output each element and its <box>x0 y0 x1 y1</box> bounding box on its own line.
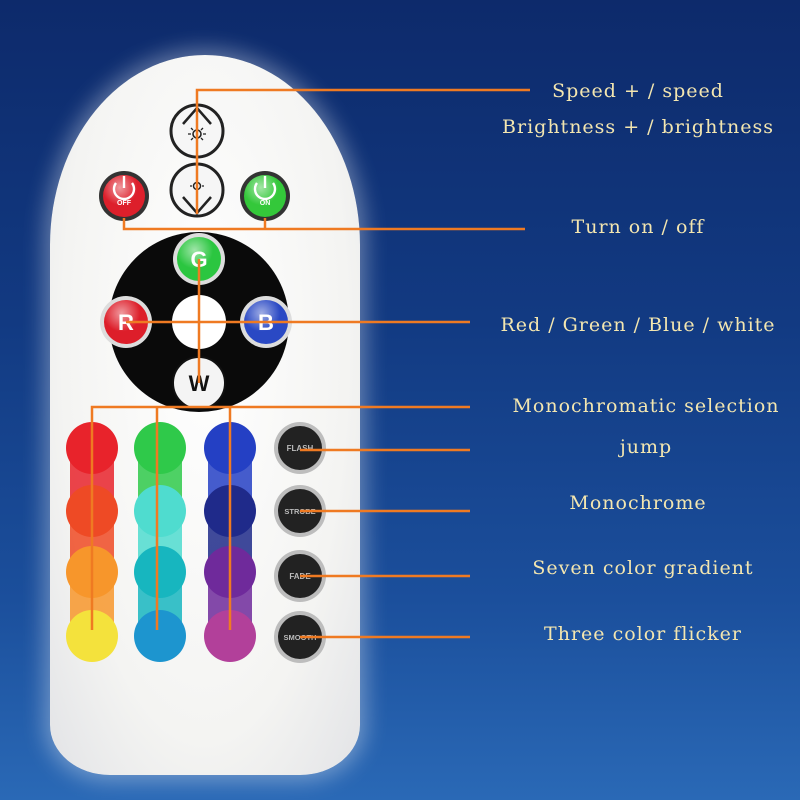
color-button-r3-c2[interactable] <box>134 546 186 598</box>
power-icon <box>112 176 136 201</box>
label-rgbw: Red / Green / Blue / white <box>500 314 775 336</box>
power-icon <box>253 176 277 201</box>
label-three: Three color flicker <box>544 623 742 645</box>
label-monochrome: Monochrome <box>569 492 706 514</box>
label-mono-select: Monochromatic selection <box>512 395 779 417</box>
off-button[interactable]: OFF <box>99 171 149 221</box>
color-button-r4-c3[interactable] <box>204 610 256 662</box>
label-power: Turn on / off <box>572 216 706 238</box>
leader-lines <box>90 88 530 639</box>
color-grid <box>66 422 256 662</box>
label-brightness: Brightness + / brightness <box>502 116 774 138</box>
color-button-r4-c2[interactable] <box>134 610 186 662</box>
label-jump: jump <box>618 436 672 458</box>
color-button-r2-c2[interactable] <box>134 485 186 537</box>
leader-power <box>122 218 525 231</box>
annotation-labels: Speed + / speed Brightness + / brightnes… <box>500 80 779 645</box>
flash-button-label: FLASH <box>287 444 314 453</box>
off-button-label: OFF <box>117 200 132 207</box>
label-seven: Seven color gradient <box>532 557 753 579</box>
color-button-r4-c1[interactable] <box>66 610 118 662</box>
white-button-label: W <box>189 371 210 396</box>
on-button[interactable]: ON <box>240 171 290 221</box>
leader-speed <box>195 88 530 214</box>
color-button-r1-c2[interactable] <box>134 422 186 474</box>
leader-mono-select <box>90 405 470 630</box>
on-button-label: ON <box>260 200 271 207</box>
flash-button[interactable]: FLASH <box>274 422 326 474</box>
label-speed: Speed + / speed <box>552 80 724 102</box>
